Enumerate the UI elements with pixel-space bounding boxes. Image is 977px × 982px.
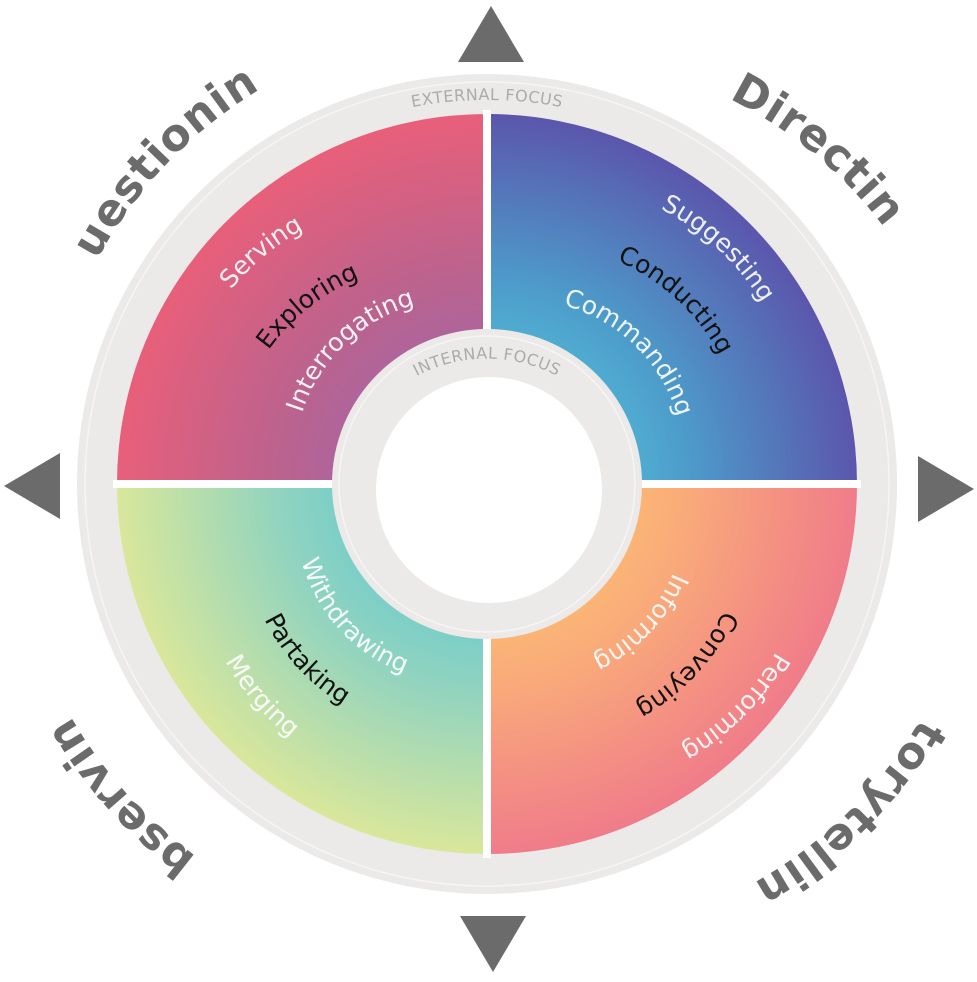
outer-ring-inner-edge — [84, 81, 890, 887]
arrow-left-icon — [4, 453, 60, 519]
arrow-down-icon — [460, 916, 526, 972]
center-hole — [376, 377, 602, 603]
inner-ring-edge — [338, 335, 636, 633]
arrow-right-icon — [918, 456, 974, 522]
arrow-up-icon — [458, 6, 524, 62]
